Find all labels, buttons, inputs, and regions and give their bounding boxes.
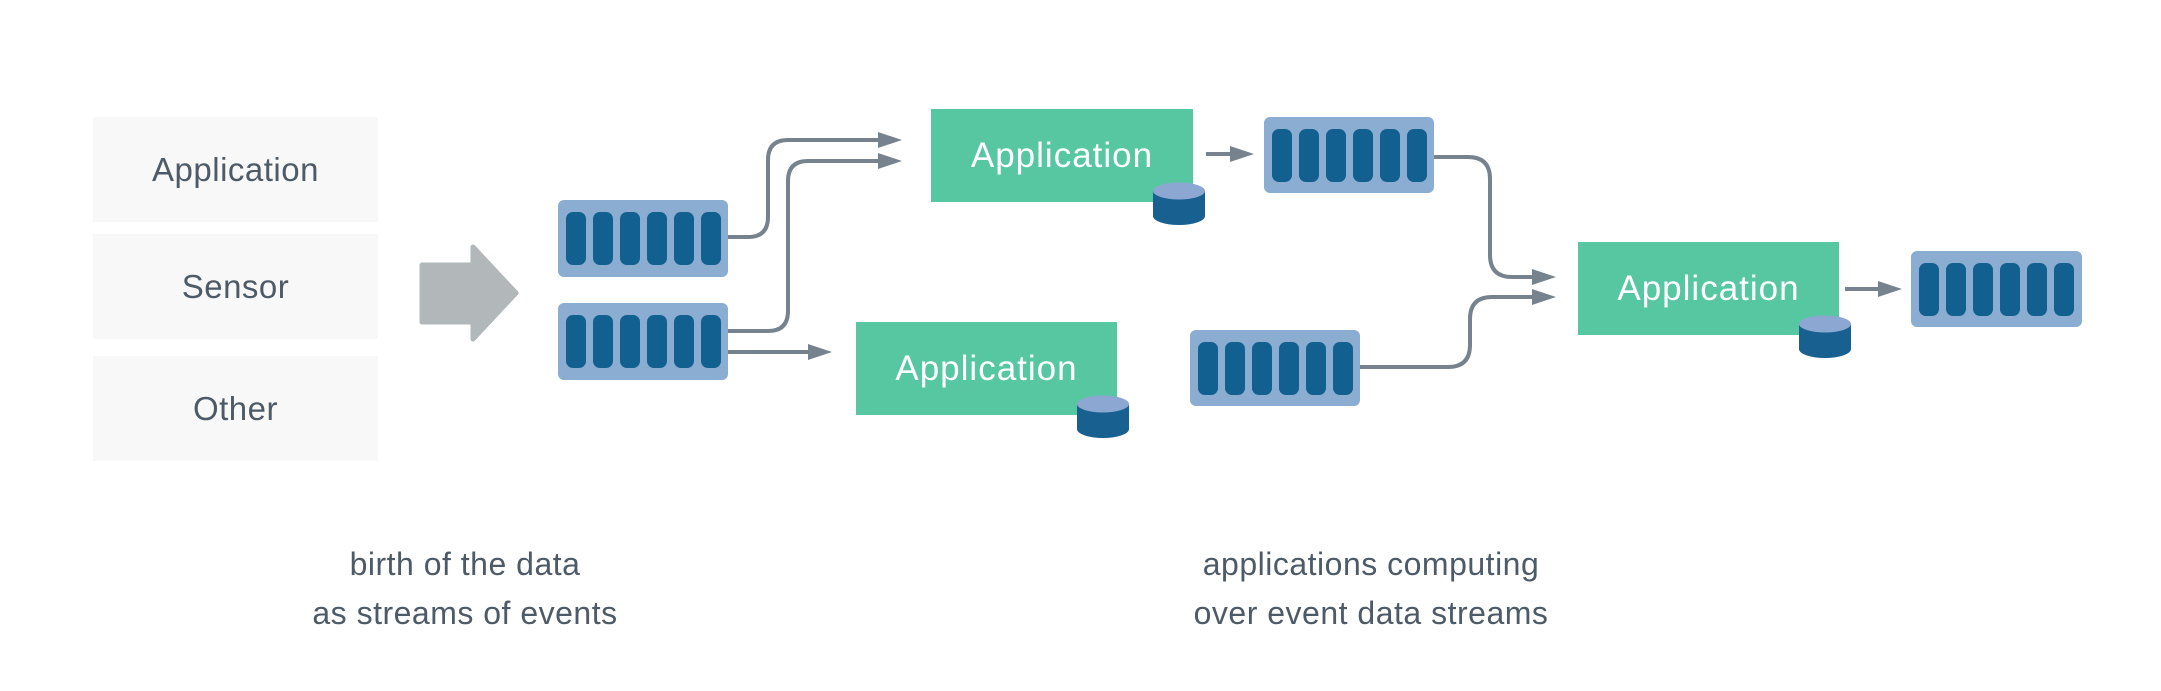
application-node-label: Application: [970, 135, 1154, 175]
source-label: Application: [152, 150, 319, 188]
application-node-middle: Application: [856, 322, 1129, 438]
caption-birth-of-data: birth of the data as streams of events: [235, 540, 695, 638]
database-cylinder-icon: [1077, 395, 1129, 438]
source-box-other: Other: [93, 356, 378, 461]
source-box-application: Application: [93, 117, 378, 222]
source-label: Other: [192, 389, 279, 427]
caption-line: birth of the data: [349, 546, 581, 582]
database-cylinder-icon: [1799, 315, 1851, 358]
event-stream-icon: [1190, 330, 1360, 406]
big-right-arrow-icon: [419, 244, 519, 342]
application-node-label: Application: [1617, 268, 1800, 308]
source-box-sensor: Sensor: [93, 234, 378, 339]
connector-stream2-to-app-top: [727, 153, 902, 333]
event-stream-icon: [1911, 251, 2082, 327]
caption-line: as streams of events: [312, 595, 618, 631]
event-stream-icon: [558, 303, 728, 380]
database-cylinder-icon: [1153, 182, 1205, 225]
event-stream-icon: [1264, 117, 1434, 193]
application-node-top: Application: [931, 109, 1205, 225]
application-node-label: Application: [895, 348, 1078, 388]
caption-line: applications computing: [1202, 546, 1540, 582]
connector-stream3-to-app-final: [1434, 155, 1556, 285]
connector-stream4-to-app-final: [1360, 289, 1556, 369]
connector-stream1-to-app-top: [727, 132, 902, 239]
caption-line: over event data streams: [1193, 595, 1549, 631]
source-label: Sensor: [181, 267, 290, 305]
application-node-final: Application: [1578, 242, 1851, 358]
event-stream-icon: [558, 200, 728, 277]
caption-applications-computing: applications computing over event data s…: [1141, 540, 1601, 638]
